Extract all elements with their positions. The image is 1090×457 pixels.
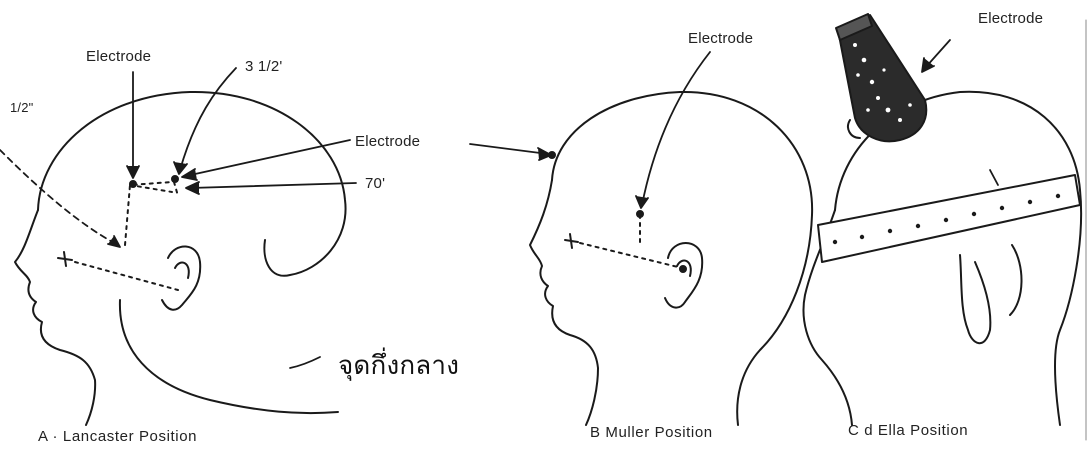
- panel-a-angle-label: 70': [365, 175, 385, 192]
- panel-c-electrode-label: Electrode: [978, 10, 1043, 27]
- panel-b-guide-lines: [580, 215, 682, 268]
- panel-b-electrode-dot: [637, 211, 643, 217]
- panel-a-ear: [162, 246, 200, 309]
- panel-a-caption: A · Lancaster Position: [38, 428, 197, 445]
- panel-c-arrows: [922, 40, 998, 185]
- panel-b-arrows: [470, 52, 710, 208]
- panel-c-ear: [960, 255, 990, 343]
- panel-a-measure-top-label: 3 1/2': [245, 58, 282, 75]
- panel-a-measure-left-label: 1/2": [10, 100, 34, 115]
- panel-b-eye-icon: [565, 234, 578, 248]
- panel-b-head: [530, 92, 812, 425]
- panel-c-electrode-probe: [836, 14, 926, 141]
- panel-c-head: [804, 92, 1082, 425]
- panel-a-electrode-top-label: Electrode: [86, 48, 151, 65]
- panel-b-electrode-dot: [680, 266, 686, 272]
- panel-a-electrode-dot: [130, 181, 136, 187]
- panel-c-headband: [818, 175, 1080, 262]
- panel-a-thai-note: จุดกึ่งกลาง: [338, 345, 459, 386]
- panel-b-caption: B Muller Position: [590, 424, 713, 441]
- panel-a-arrows: [0, 68, 356, 368]
- panel-c-caption: C d Ella Position: [848, 422, 968, 439]
- panel-a-guide-lines: [75, 182, 178, 290]
- panel-b-electrode-label: Electrode: [688, 30, 753, 47]
- panel-a-electrode-right-label: Electrode: [355, 133, 420, 150]
- panel-a-electrode-dot: [172, 176, 178, 182]
- panel-a-eye-icon: [58, 252, 72, 266]
- panel-b-ear: [665, 243, 702, 308]
